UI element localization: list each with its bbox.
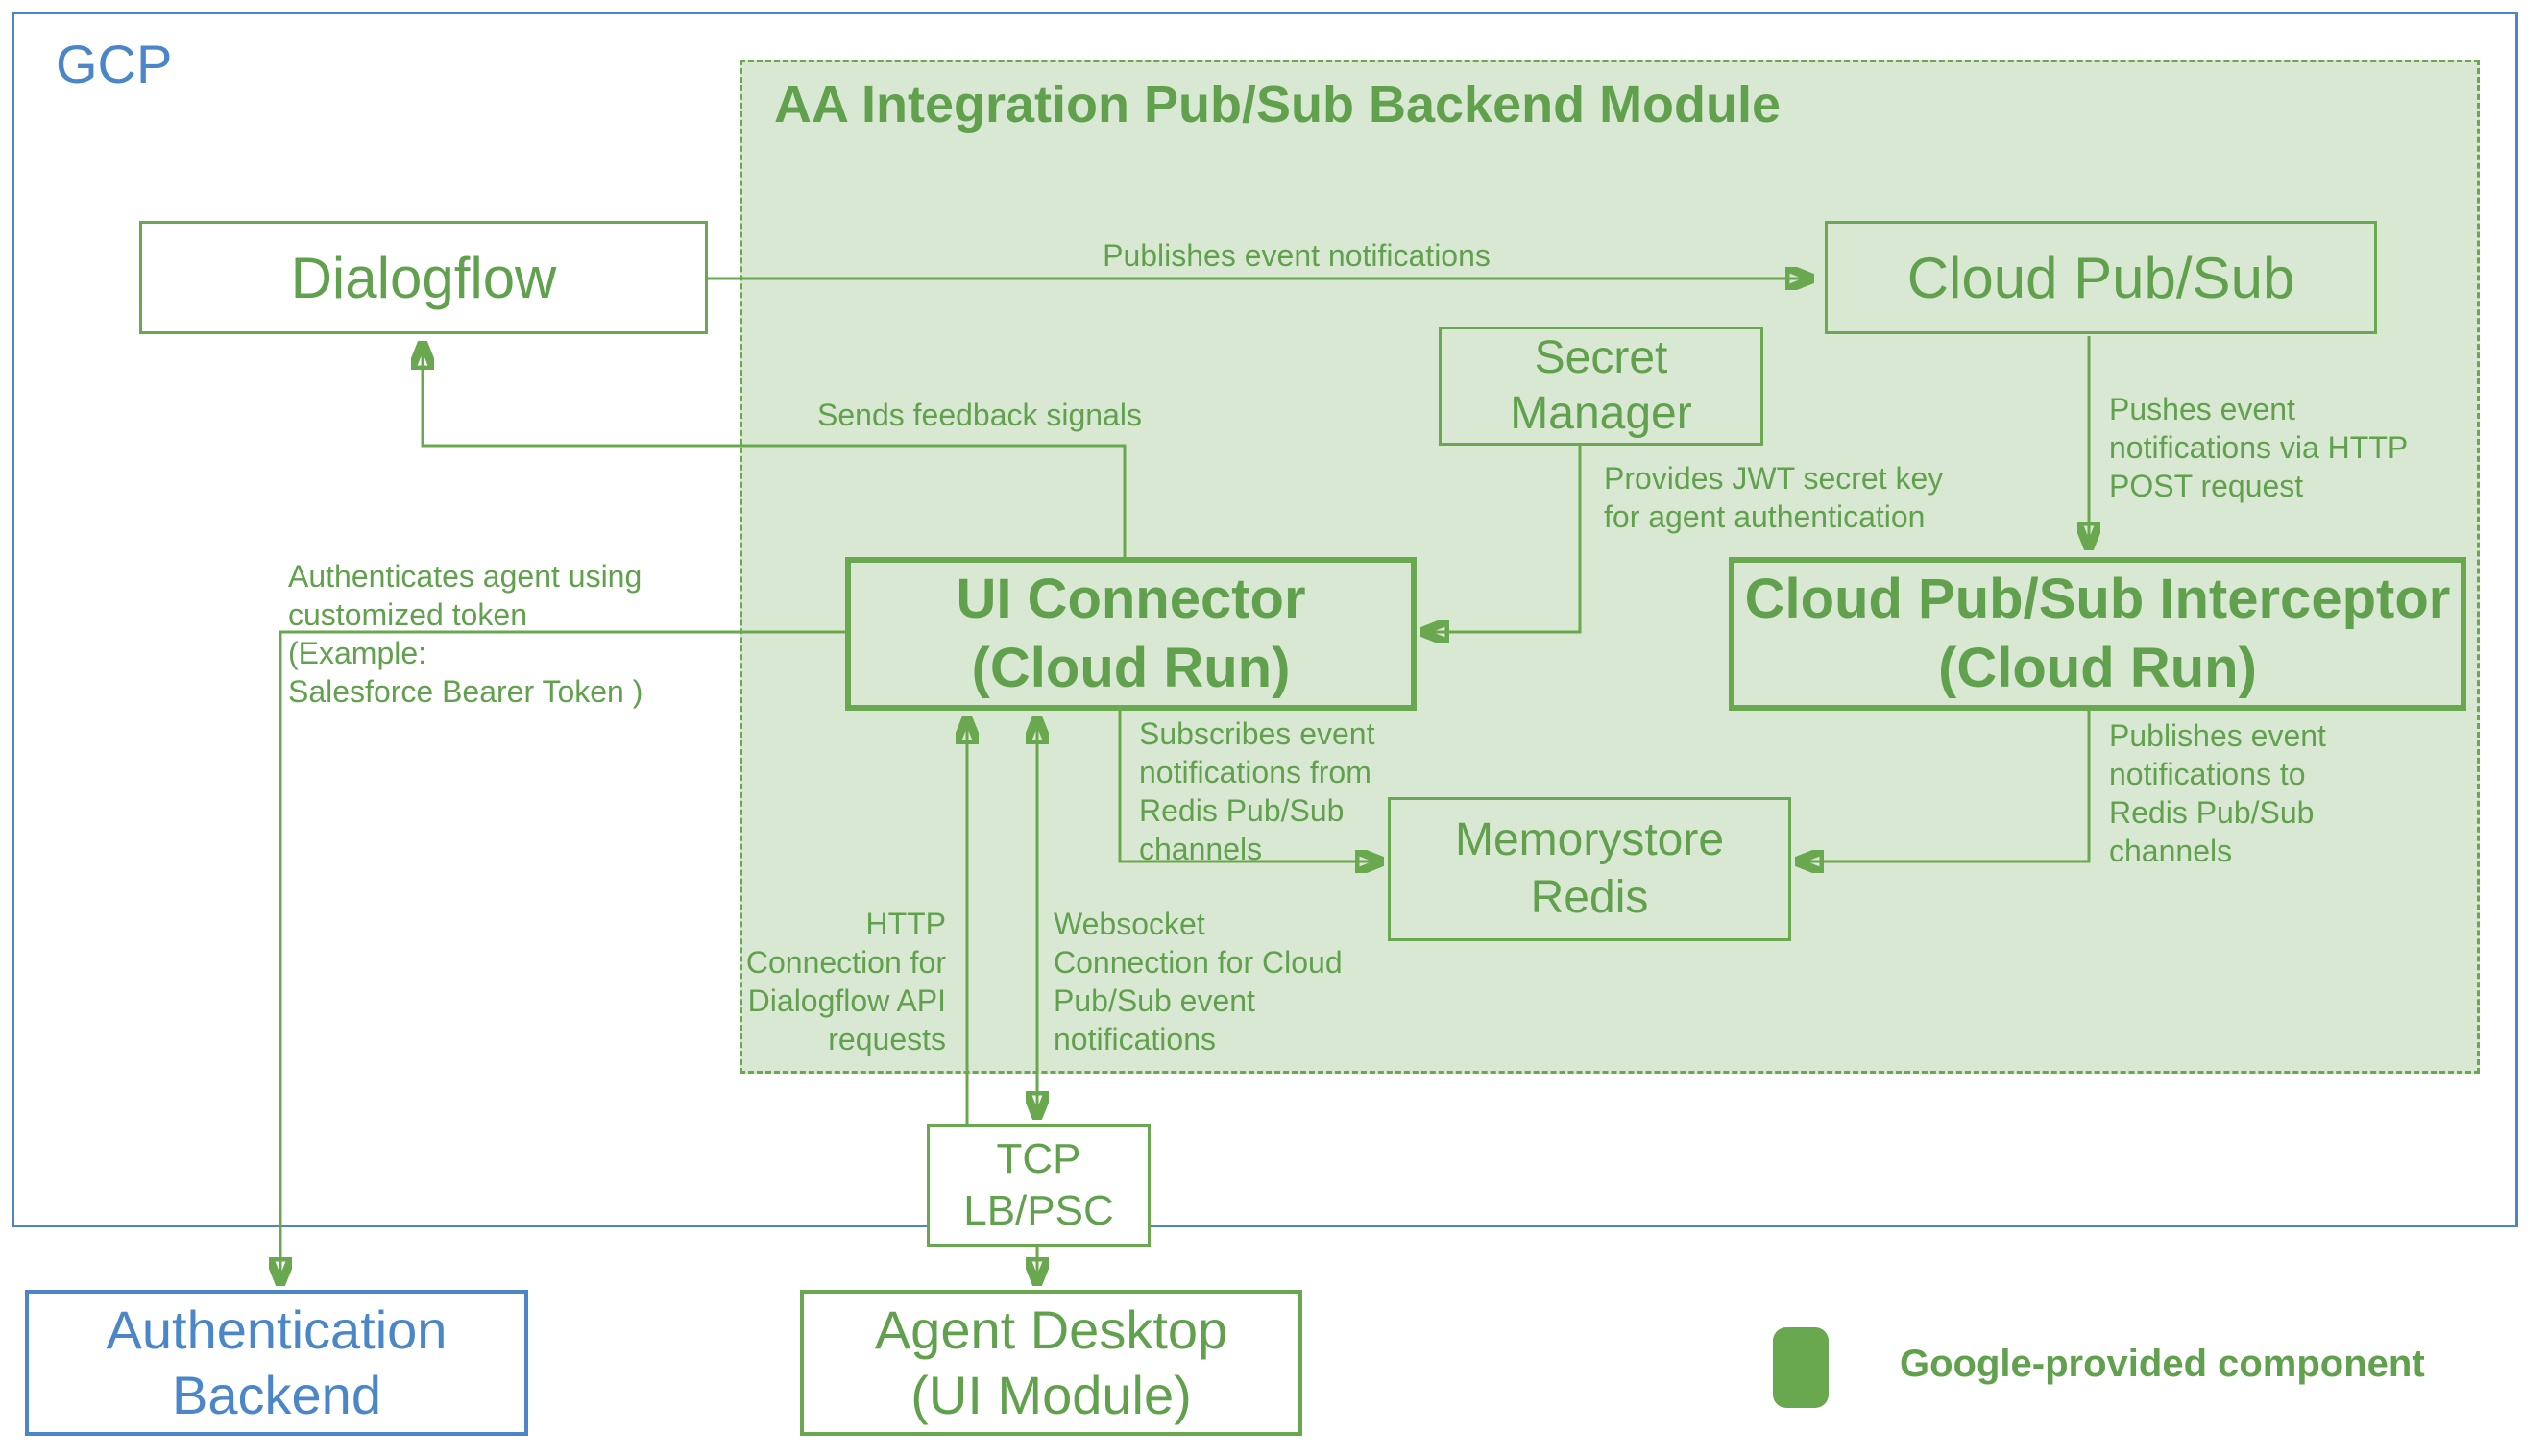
edge-label-line: Subscribes event <box>1139 716 1375 751</box>
node-secret-manager: Secret Manager <box>1439 327 1763 446</box>
node-label: Redis <box>1530 872 1649 923</box>
edge-label-subscribes-event-notifications: Subscribes event notifications from Redi… <box>1139 715 1374 868</box>
edge-label-line: for agent authentication <box>1604 499 1926 534</box>
node-label: Agent Desktop <box>874 1299 1228 1360</box>
edge-label-line: Sends feedback signals <box>817 398 1142 432</box>
node-label: Secret <box>1534 332 1668 383</box>
node-label: Memorystore <box>1454 814 1725 865</box>
edge-label-sends-feedback-signals: Sends feedback signals <box>797 396 1162 434</box>
edge-label-line: Publishes event notifications <box>1103 238 1491 273</box>
node-ui-connector: UI Connector (Cloud Run) <box>845 557 1417 711</box>
node-agent-desktop: Agent Desktop (UI Module) <box>800 1290 1302 1436</box>
edge-label-websocket-connection: Websocket Connection for Cloud Pub/Sub e… <box>1054 905 1343 1058</box>
edge-uiconnector-to-memorystore <box>1118 711 1381 861</box>
edge-label-line: Connection for Cloud <box>1054 945 1343 980</box>
edge-label-line: Redis Pub/Sub <box>1139 793 1345 828</box>
node-label: (Cloud Run) <box>971 637 1291 699</box>
edge-label-line: notifications <box>1054 1022 1216 1056</box>
edge-label-line: Dialogflow API <box>747 983 946 1018</box>
edge-uiconnector-to-authbackend <box>280 630 845 1283</box>
edge-label-http-connection: HTTP Connection for Dialogflow API reque… <box>658 905 946 1058</box>
node-tcp-lb-psc: TCP LB/PSC <box>927 1124 1151 1247</box>
node-memorystore-redis: Memorystore Redis <box>1388 797 1791 941</box>
node-label: Authentication <box>106 1299 448 1360</box>
edge-uiconnector-to-dialogflow-feedback <box>423 344 1127 557</box>
edge-label-line: (Example: <box>288 636 427 670</box>
gcp-label: GCP <box>56 34 173 94</box>
node-label: Manager <box>1510 388 1692 439</box>
edge-label-provides-jwt-secret-key: Provides JWT secret key for agent authen… <box>1604 459 1943 536</box>
node-label: LB/PSC <box>963 1187 1114 1234</box>
node-label: TCP <box>996 1135 1081 1182</box>
edge-label-line: HTTP <box>865 907 946 941</box>
edge-label-line: Connection for <box>745 945 946 980</box>
node-label: UI Connector <box>956 568 1306 630</box>
node-label: Dialogflow <box>290 245 557 310</box>
edge-label-line: Salesforce Bearer Token ) <box>288 674 643 709</box>
node-label: (Cloud Run) <box>1938 637 2257 699</box>
edge-label-line: Pub/Sub event <box>1054 983 1255 1018</box>
edge-label-line: Provides JWT secret key <box>1604 461 1944 496</box>
edge-label-line: notifications from <box>1139 755 1371 789</box>
node-label: Backend <box>172 1365 381 1425</box>
node-cloud-pubsub: Cloud Pub/Sub <box>1825 221 2377 334</box>
legend-google-provided-swatch <box>1773 1327 1829 1408</box>
node-label: (UI Module) <box>910 1365 1192 1425</box>
edge-interceptor-to-memorystore <box>1798 711 2091 861</box>
edge-label-line: customized token <box>288 597 528 632</box>
edge-label-line: requests <box>828 1022 946 1056</box>
edge-secret-to-uiconnector <box>1423 446 1582 632</box>
edge-label-publishes-event-notifications: Publishes event notifications <box>1085 236 1508 275</box>
node-cloud-pubsub-interceptor: Cloud Pub/Sub Interceptor (Cloud Run) <box>1729 557 2466 711</box>
edge-label-line: channels <box>2109 834 2233 868</box>
node-authentication-backend: Authentication Backend <box>25 1290 528 1436</box>
edge-label-line: Publishes event <box>2109 718 2326 753</box>
module-title: AA Integration Pub/Sub Backend Module <box>774 76 1782 133</box>
edge-label-line: POST request <box>2109 469 2304 503</box>
edge-label-line: Authenticates agent using <box>288 559 643 594</box>
edge-label-line: Redis Pub/Sub <box>2109 795 2315 830</box>
edge-label-authenticates-agent: Authenticates agent using customized tok… <box>288 557 643 711</box>
pubsub-backend-module-container <box>740 60 2480 1074</box>
node-label: Cloud Pub/Sub <box>1906 245 2295 310</box>
edge-label-line: notifications to <box>2109 757 2306 791</box>
node-label: Cloud Pub/Sub Interceptor <box>1744 568 2451 630</box>
edge-label-line: Websocket <box>1054 907 1205 941</box>
edge-label-publishes-to-redis: Publishes event notifications to Redis P… <box>2109 716 2326 870</box>
edge-label-line: notifications via HTTP <box>2109 430 2409 465</box>
edge-label-line: Pushes event <box>2109 392 2295 426</box>
node-dialogflow: Dialogflow <box>139 221 708 334</box>
legend-label: Google-provided component <box>1900 1343 2425 1385</box>
edge-label-pushes-event-notifications: Pushes event notifications via HTTP POST… <box>2109 390 2408 505</box>
edge-label-line: channels <box>1139 832 1263 866</box>
